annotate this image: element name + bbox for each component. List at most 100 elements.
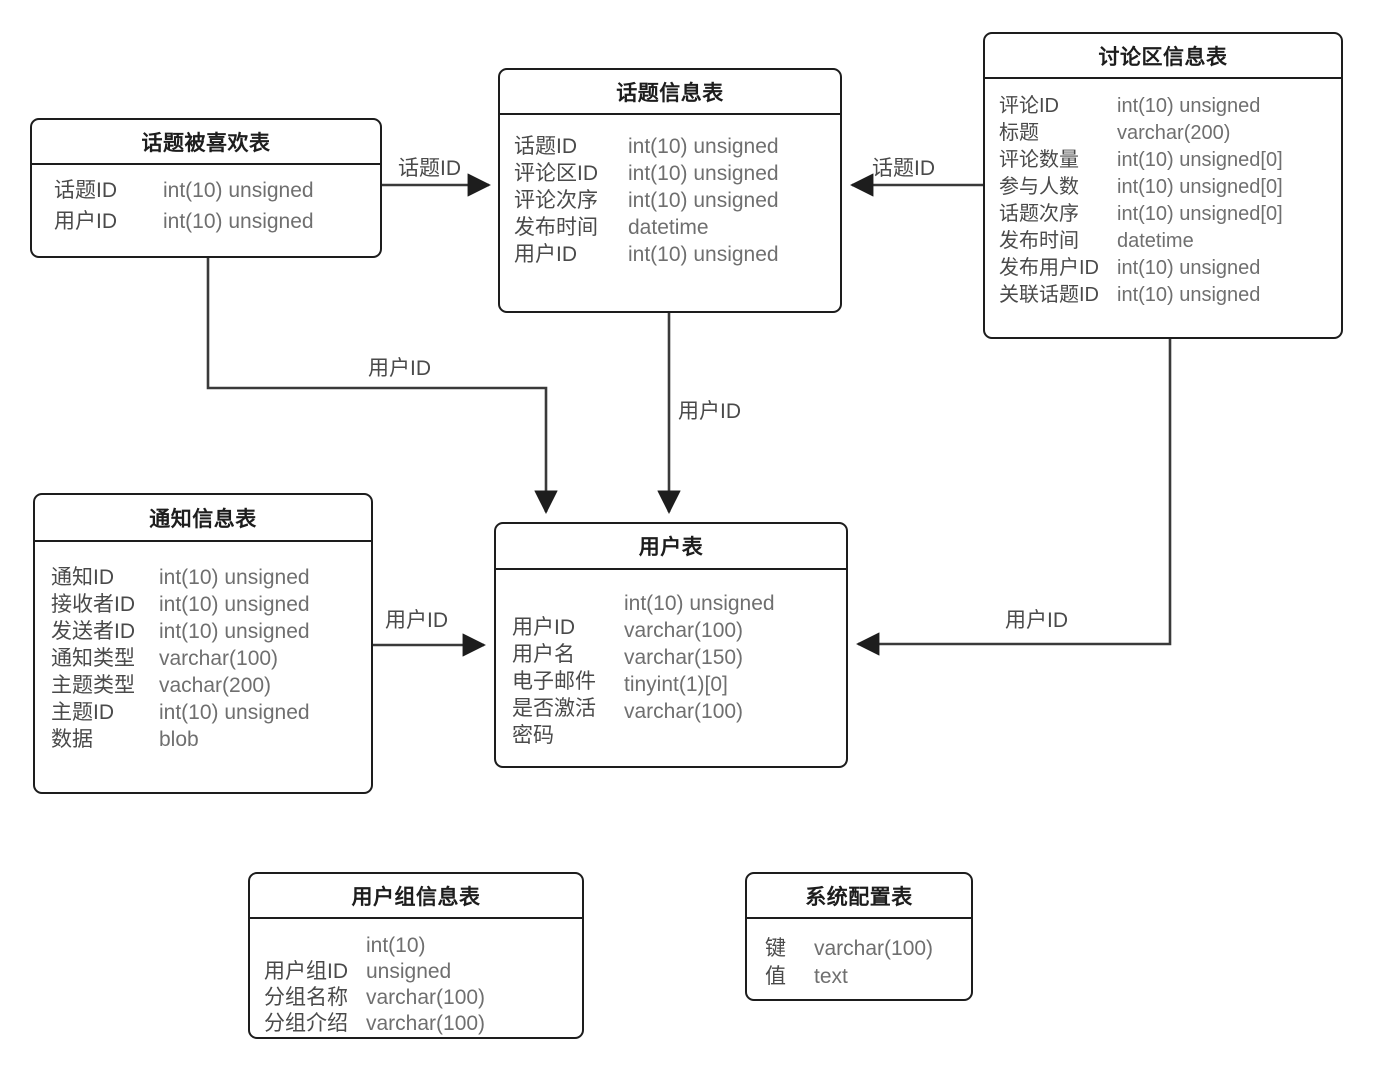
field-type: int(10) unsigned[0] bbox=[1117, 149, 1283, 171]
field-name: 话题ID bbox=[514, 135, 577, 158]
entity-notification-info[interactable]: 通知信息表 通知ID 接收者ID 发送者ID 通知类型 主题类型 主题ID 数据… bbox=[33, 493, 373, 794]
field-type: int(10) unsigned bbox=[159, 620, 310, 643]
field-type: int(10) unsigned bbox=[1117, 284, 1261, 306]
field-type: int(10) unsigned bbox=[628, 162, 779, 185]
field-type-column: int(10) unsigned int(10) unsigned bbox=[163, 175, 314, 237]
field-type: varchar(200) bbox=[1117, 122, 1231, 144]
field-type: varchar(100) bbox=[814, 937, 934, 960]
field-name: 话题ID bbox=[54, 179, 117, 202]
entity-topic-liked[interactable]: 话题被喜欢表 话题ID 用户ID int(10) unsigned int(10… bbox=[30, 118, 382, 258]
entity-topic-info[interactable]: 话题信息表 话题ID 评论区ID 评论次序 发布时间 用户ID int(10) … bbox=[498, 68, 842, 313]
field-name: 评论次序 bbox=[514, 189, 598, 212]
field-name: 评论ID bbox=[999, 95, 1059, 117]
field-type: varchar(150) bbox=[624, 646, 744, 669]
edge-forum-to-user bbox=[856, 339, 1172, 656]
entity-user-group-info[interactable]: 用户组信息表 用户组ID 分组名称 分组介绍 int(10) unsigned … bbox=[248, 872, 584, 1039]
entity-title: 讨论区信息表 bbox=[985, 34, 1341, 79]
field-type: int(10) unsigned bbox=[159, 701, 310, 724]
field-type: int(10) unsigned bbox=[159, 593, 310, 616]
field-name: 通知类型 bbox=[51, 647, 135, 670]
entity-forum-info[interactable]: 讨论区信息表 评论ID 标题 评论数量 参与人数 话题次序 发布时间 发布用户I… bbox=[983, 32, 1343, 339]
field-name: 用户ID bbox=[514, 243, 577, 266]
field-name-column: 通知ID 接收者ID 发送者ID 通知类型 主题类型 主题ID 数据 bbox=[51, 564, 135, 753]
field-type: int(10) bbox=[366, 934, 426, 957]
field-name: 是否激活 bbox=[512, 697, 596, 720]
field-name-column: 用户组ID 分组名称 分组介绍 bbox=[264, 933, 348, 1037]
edge-liked-to-user bbox=[206, 258, 558, 514]
field-type: int(10) unsigned bbox=[159, 566, 310, 589]
field-name: 值 bbox=[765, 965, 786, 988]
field-type: blob bbox=[159, 728, 199, 751]
entity-title: 通知信息表 bbox=[35, 495, 371, 542]
field-type-column: int(10) unsigned varchar(100) varchar(15… bbox=[624, 590, 775, 749]
field-type: int(10) unsigned bbox=[624, 592, 775, 615]
edge-label-forum-to-user: 用户ID bbox=[1005, 609, 1068, 632]
field-name: 发布时间 bbox=[999, 230, 1079, 252]
field-name: 话题次序 bbox=[999, 203, 1079, 225]
field-type: int(10) unsigned bbox=[628, 189, 779, 212]
field-name: 用户ID bbox=[512, 616, 575, 639]
field-name: 发布用户ID bbox=[999, 257, 1099, 279]
field-name: 标题 bbox=[999, 122, 1039, 144]
field-name: 发送者ID bbox=[51, 620, 135, 643]
field-type: varchar(100) bbox=[366, 986, 486, 1009]
field-name-column: 用户ID 用户名 电子邮件 是否激活 密码 bbox=[512, 590, 596, 749]
field-type-column: int(10) unsigned varchar(200) int(10) un… bbox=[1117, 93, 1283, 309]
entity-title: 用户表 bbox=[496, 524, 846, 570]
field-name: 数据 bbox=[51, 728, 93, 751]
field-type: int(10) unsigned bbox=[163, 210, 314, 233]
field-name: 主题类型 bbox=[51, 674, 135, 697]
entity-system-config[interactable]: 系统配置表 键 值 varchar(100) text bbox=[745, 872, 973, 1001]
field-type: int(10) unsigned bbox=[1117, 257, 1261, 279]
field-name: 分组介绍 bbox=[264, 1012, 348, 1035]
field-name-column: 话题ID 用户ID bbox=[54, 175, 117, 237]
entity-title: 用户组信息表 bbox=[250, 874, 582, 919]
field-name: 用户名 bbox=[512, 643, 575, 666]
field-type: int(10) unsigned bbox=[163, 179, 314, 202]
field-type: text bbox=[814, 965, 848, 988]
field-name-column: 评论ID 标题 评论数量 参与人数 话题次序 发布时间 发布用户ID 关联话题I… bbox=[999, 93, 1099, 309]
field-name: 键 bbox=[765, 937, 786, 960]
edge-label-topic-to-user: 用户ID bbox=[678, 400, 741, 423]
entity-body: 键 值 varchar(100) text bbox=[747, 919, 971, 991]
field-type-column: varchar(100) text bbox=[814, 935, 933, 991]
edge-label-liked-to-user: 用户ID bbox=[368, 357, 431, 380]
edge-label-forum-to-topic: 话题ID bbox=[872, 157, 935, 180]
field-name: 关联话题ID bbox=[999, 284, 1099, 306]
edge-label-notice-to-user: 用户ID bbox=[385, 609, 448, 632]
field-type: int(10) unsigned[0] bbox=[1117, 176, 1283, 198]
field-type: vachar(200) bbox=[159, 674, 272, 697]
entity-body: 用户ID 用户名 电子邮件 是否激活 密码 int(10) unsigned v… bbox=[496, 570, 846, 749]
field-type: varchar(100) bbox=[624, 700, 744, 723]
field-name: 密码 bbox=[512, 724, 554, 747]
entity-body: 评论ID 标题 评论数量 参与人数 话题次序 发布时间 发布用户ID 关联话题I… bbox=[985, 79, 1341, 309]
entity-body: 通知ID 接收者ID 发送者ID 通知类型 主题类型 主题ID 数据 int(1… bbox=[35, 542, 371, 753]
field-name: 分组名称 bbox=[264, 986, 348, 1009]
field-name: 电子邮件 bbox=[512, 670, 596, 693]
field-name: 参与人数 bbox=[999, 176, 1079, 198]
field-name: 评论数量 bbox=[999, 149, 1079, 171]
entity-user[interactable]: 用户表 用户ID 用户名 电子邮件 是否激活 密码 int(10) unsign… bbox=[494, 522, 848, 768]
field-name: 用户ID bbox=[54, 210, 117, 233]
field-name-column: 话题ID 评论区ID 评论次序 发布时间 用户ID bbox=[514, 133, 598, 268]
entity-title: 话题信息表 bbox=[500, 70, 840, 115]
field-name: 发布时间 bbox=[514, 216, 598, 239]
entity-body: 话题ID 用户ID int(10) unsigned int(10) unsig… bbox=[32, 165, 380, 237]
field-type: int(10) unsigned[0] bbox=[1117, 203, 1283, 225]
field-type: unsigned bbox=[366, 960, 452, 983]
field-name-column: 键 值 bbox=[765, 935, 786, 991]
field-type-column: int(10) unsigned int(10) unsigned int(10… bbox=[159, 564, 310, 753]
field-type: tinyint(1)[0] bbox=[624, 673, 728, 696]
entity-title: 系统配置表 bbox=[747, 874, 971, 919]
field-name: 评论区ID bbox=[514, 162, 598, 185]
field-type: int(10) unsigned bbox=[628, 135, 779, 158]
field-name: 接收者ID bbox=[51, 593, 135, 616]
field-type: varchar(100) bbox=[624, 619, 744, 642]
field-type: varchar(100) bbox=[159, 647, 279, 670]
field-type: int(10) unsigned bbox=[628, 243, 779, 266]
entity-body: 话题ID 评论区ID 评论次序 发布时间 用户ID int(10) unsign… bbox=[500, 115, 840, 268]
field-type: datetime bbox=[628, 216, 709, 239]
field-type-column: int(10) unsigned int(10) unsigned int(10… bbox=[628, 133, 779, 268]
field-type-column: int(10) unsigned varchar(100) varchar(10… bbox=[366, 933, 485, 1037]
